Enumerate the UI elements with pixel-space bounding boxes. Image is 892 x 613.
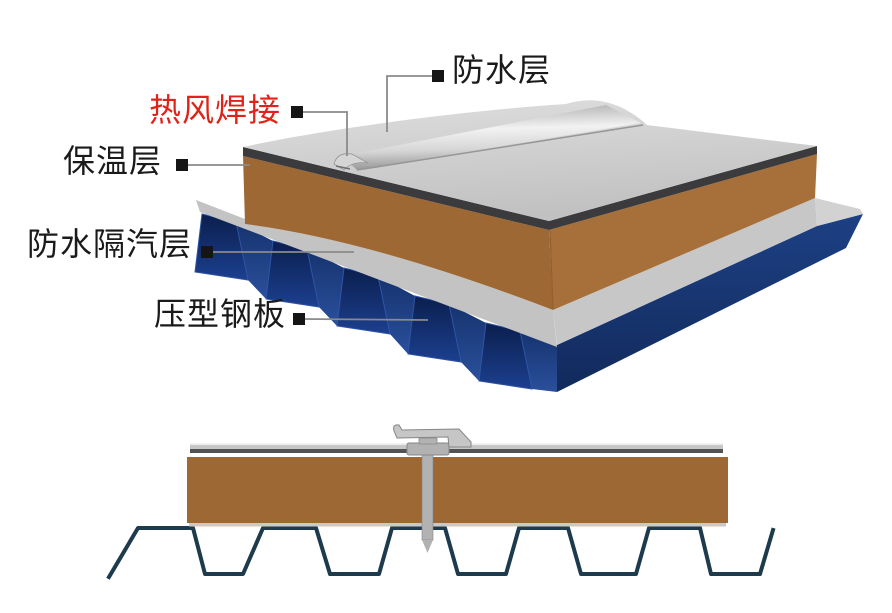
callout-marker xyxy=(293,313,305,325)
membrane-edge-front xyxy=(243,147,549,230)
leader-waterproof-layer xyxy=(386,75,432,132)
isometric-view xyxy=(194,100,863,392)
callout-marker xyxy=(432,70,444,82)
insulation-corner-edge xyxy=(549,230,554,310)
callout-hot-air-weld: 热风焊接 xyxy=(149,92,282,128)
section-underlay-line xyxy=(189,523,726,527)
vapor-barrier-side-band xyxy=(553,198,817,345)
weld-seam-tab xyxy=(333,153,369,171)
weld-seam-shadow-line xyxy=(356,124,644,171)
deck-web xyxy=(378,276,415,354)
callout-marker xyxy=(176,159,188,171)
deck-web xyxy=(236,222,273,299)
fastener-shaft xyxy=(421,451,434,541)
callout-marker xyxy=(201,246,213,258)
section-seam-lap xyxy=(393,424,472,448)
insulation-side-face xyxy=(549,154,817,310)
fastener-tip xyxy=(422,540,433,553)
callout-markers xyxy=(176,70,444,325)
section-fastener xyxy=(406,437,450,553)
insulation-layer xyxy=(243,154,817,310)
section-insulation xyxy=(187,457,728,523)
vapor-barrier-layer xyxy=(196,198,863,347)
callout-insulation-layer: 保温层 xyxy=(63,143,163,179)
steel-deck xyxy=(194,213,863,392)
callout-profiled-steel-deck: 压型钢板 xyxy=(154,296,287,332)
deck-web xyxy=(307,249,344,326)
deck-side-face xyxy=(557,214,863,392)
vapor-barrier-top-sliver xyxy=(815,198,863,226)
vapor-barrier-front-band xyxy=(196,200,557,347)
callout-vapor-barrier-layer: 防水隔汽层 xyxy=(27,226,193,262)
section-membrane-dark-line xyxy=(190,449,723,453)
weld-seam-tab-shadow xyxy=(335,165,351,170)
fastener-plate xyxy=(406,442,450,456)
leader-lines xyxy=(188,75,432,321)
membrane-edge xyxy=(243,146,817,230)
weld-seam-ridge xyxy=(342,105,641,170)
section-deck-profile xyxy=(106,526,776,580)
deck-web xyxy=(520,331,557,392)
deck-web xyxy=(449,304,486,381)
leader-hot-air-weld xyxy=(303,111,348,156)
callout-waterproof-layer: 防水层 xyxy=(452,52,552,88)
section-view xyxy=(106,424,776,580)
leader-profiled-steel-deck xyxy=(304,318,429,321)
insulation-front-face xyxy=(243,156,553,310)
membrane-edge-side xyxy=(549,146,817,230)
fastener-head xyxy=(418,437,438,445)
callout-marker xyxy=(291,106,303,118)
